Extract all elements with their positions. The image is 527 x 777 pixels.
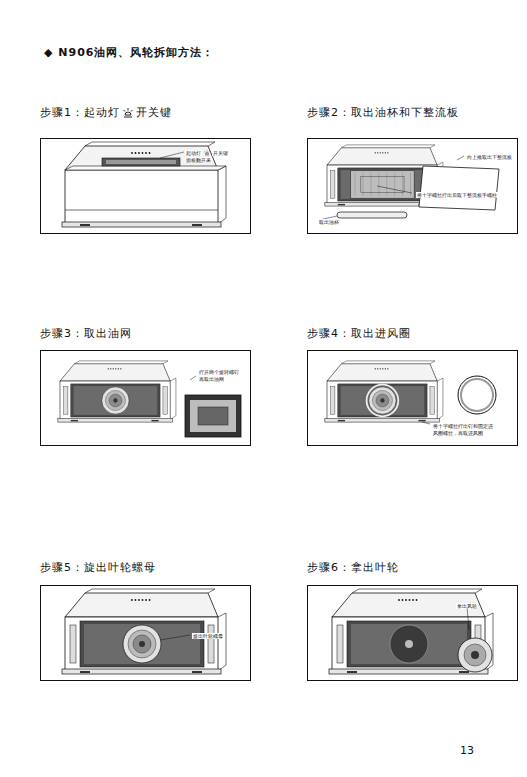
step-heading: 步骤3：取出油网 — [40, 327, 132, 340]
hood-illustration — [307, 585, 518, 681]
callout-text: 再取出油网 — [198, 376, 225, 382]
callout-text: 面板翻开来 — [185, 157, 212, 163]
callout-text: 取出油杯 — [318, 219, 340, 225]
callout-text: 起动灯 — [185, 150, 202, 156]
lamp-icon — [204, 150, 210, 156]
callout-text: 旋出叶轮螺母 — [192, 633, 224, 639]
step-heading: 步骤2：取出油杯和下整流板 — [307, 106, 459, 119]
callout-text: 风圈螺丝，再取进风圈 — [432, 430, 484, 436]
page-title: ◆ N906油网、风轮拆卸方法： — [44, 46, 214, 59]
hood-illustration — [40, 350, 251, 446]
lamp-icon — [122, 107, 134, 119]
step-heading: 开关键 — [136, 106, 172, 119]
callout-text: 拧开两个旋转螺钉 — [198, 369, 240, 375]
step-heading: 步骤1：起动灯 — [40, 106, 120, 119]
hood-illustration — [307, 350, 518, 446]
callout-text: 拿出风轮 — [456, 603, 478, 609]
step-heading: 步骤6：拿出叶轮 — [307, 561, 399, 574]
callout-text: 开关键 — [212, 150, 229, 156]
page-number: 13 — [460, 744, 474, 757]
step-heading: 步骤5：旋出叶轮螺母 — [40, 561, 156, 574]
callout-text: 向上推取出下整流板 — [466, 154, 513, 160]
callout-text: 将十字螺丝拧出钉和固定进 — [432, 423, 494, 429]
callout-text: 将十字螺丝拧出后取下整流板手螺柱 — [416, 192, 498, 198]
step-heading: 步骤4：取出进风圈 — [307, 327, 411, 340]
